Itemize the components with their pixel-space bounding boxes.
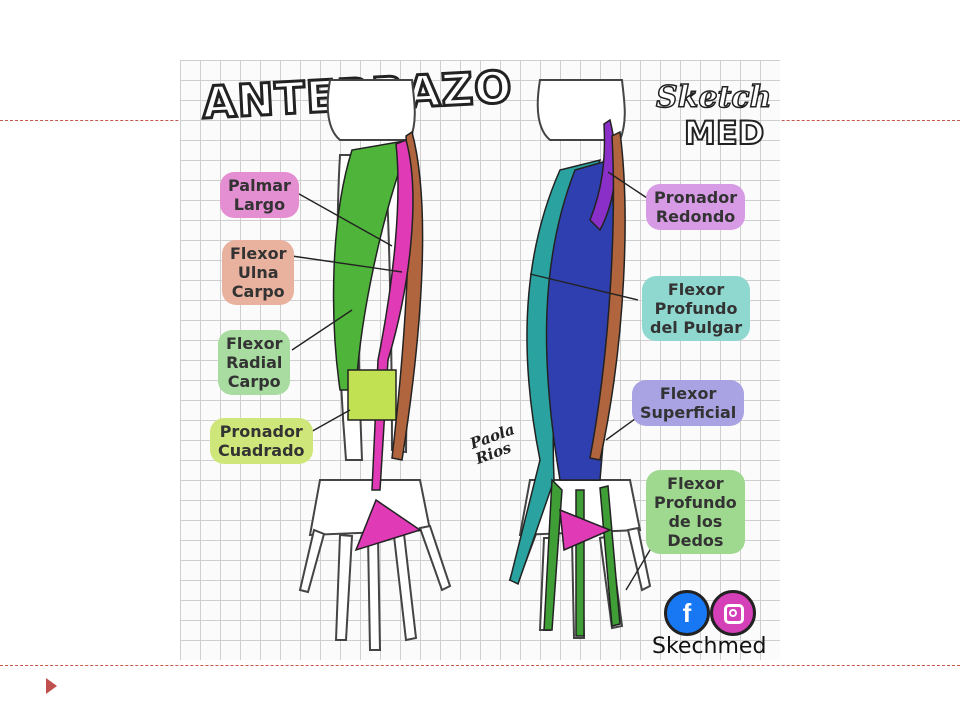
- instagram-lens-dot: [729, 609, 737, 617]
- instagram-icon[interactable]: [710, 590, 756, 636]
- label-flexor-profundo-dedos: Flexor Profundo de los Dedos: [646, 470, 745, 554]
- left-palmar-aponeurosis: [354, 498, 422, 552]
- label-flexor-superficial: Flexor Superficial: [632, 380, 745, 426]
- label-flexor-profundo-pulgar: Flexor Profundo del Pulgar: [642, 276, 751, 341]
- slide-bottom-rule: [0, 665, 960, 666]
- label-palmar-largo: Palmar Largo: [220, 172, 299, 218]
- forearm-illustration: [291, 79, 657, 651]
- instagram-camera-outline: [724, 604, 744, 624]
- left-finger-5: [418, 524, 452, 592]
- right-flexor-ulna-carpo: [589, 130, 626, 461]
- label-flexor-radial-carpo: Flexor Radial Carpo: [218, 330, 291, 395]
- facebook-icon[interactable]: f: [664, 590, 710, 636]
- sketchmed-logo: Sketch MED: [655, 79, 772, 160]
- slide-bullet-icon: [46, 678, 57, 694]
- right-palmar-aponeurosis: [559, 508, 612, 552]
- right-flexor-profundo-dedos: [543, 478, 621, 637]
- leader-pronador-redondo: [607, 171, 651, 201]
- anatomy-poster: ANTEBRAZO Sketch MED: [180, 60, 780, 660]
- logo-line1: Sketch: [655, 79, 772, 116]
- leader-flexor-radial-carpo: [291, 309, 353, 351]
- label-pronador-cuadrado: Pronador Cuadrado: [210, 418, 313, 464]
- left-finger-2: [334, 533, 354, 641]
- left-pronador-cuadrado: [347, 369, 397, 421]
- logo-line2: MED: [683, 113, 765, 153]
- left-humerus: [326, 79, 416, 141]
- left-finger-3: [366, 535, 382, 651]
- label-pronador-redondo: Pronador Redondo: [646, 184, 746, 230]
- leader-palmar-largo: [291, 189, 393, 247]
- left-finger-1: [298, 528, 326, 594]
- label-flexor-ulna-carpo: Flexor Ulna Carpo: [222, 240, 295, 305]
- leader-flexor-ulna-carpo: [291, 255, 403, 273]
- left-finger-4: [392, 532, 418, 642]
- right-humerus: [536, 79, 626, 141]
- leader-flexor-profundo-pulgar: [529, 273, 639, 301]
- social-handle: Skechmed: [652, 634, 767, 659]
